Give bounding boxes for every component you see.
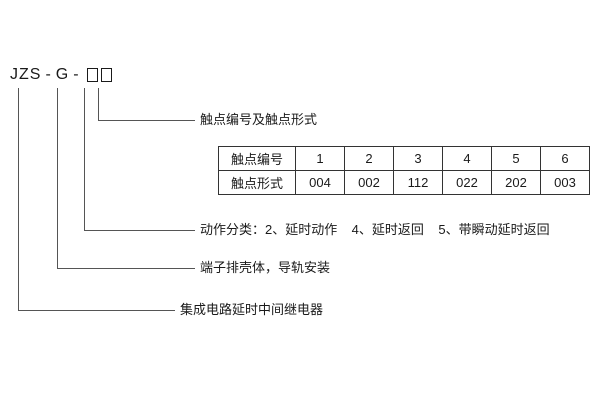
model-dash-1: - [45,66,52,83]
callout-line-action-horizontal [84,230,195,231]
model-placeholder-box-2 [100,68,112,82]
callout-line-housing-vertical [57,88,58,268]
table-row-contact-form: 触点形式 004 002 112 022 202 003 [218,170,590,195]
callout-line-housing-horizontal [57,268,195,269]
callout-line-action-vertical [84,88,85,230]
table-cell: 4 [442,146,492,171]
table-cell: 6 [540,146,590,171]
table-cell: 002 [344,170,394,195]
table-cell: 5 [491,146,541,171]
table-cell: 3 [393,146,443,171]
table-cell: 004 [295,170,345,195]
model-placeholder-box-1 [86,68,98,82]
callout-relay-label: 集成电路延时中间继电器 [180,302,324,317]
callout-line-relay-vertical [18,88,19,310]
model-variant: G [55,66,70,83]
table-row-contact-number: 触点编号 1 2 3 4 5 6 [218,146,590,171]
model-code: JZS - G - [10,66,112,84]
table-cell: 112 [393,170,443,195]
callout-contact-label: 触点编号及触点形式 [200,112,318,127]
table-cell: 003 [540,170,590,195]
model-series: JZS [10,66,42,83]
callout-line-relay-horizontal [18,310,175,311]
callout-line-contact-vertical [98,88,99,120]
table-cell: 1 [295,146,345,171]
model-dash-2: - [73,66,80,83]
table-cell: 202 [491,170,541,195]
table-header-cell: 触点编号 [218,146,296,171]
table-header-cell: 触点形式 [218,170,296,195]
callout-action-label: 动作分类：2、延时动作 4、延时返回 5、带瞬动延时返回 [200,222,550,237]
table-cell: 022 [442,170,492,195]
table-cell: 2 [344,146,394,171]
callout-line-contact-horizontal [98,120,195,121]
contact-table: 触点编号 1 2 3 4 5 6 触点形式 004 002 112 022 20… [218,146,590,195]
callout-housing-label: 端子排壳体，导轨安装 [200,260,331,275]
